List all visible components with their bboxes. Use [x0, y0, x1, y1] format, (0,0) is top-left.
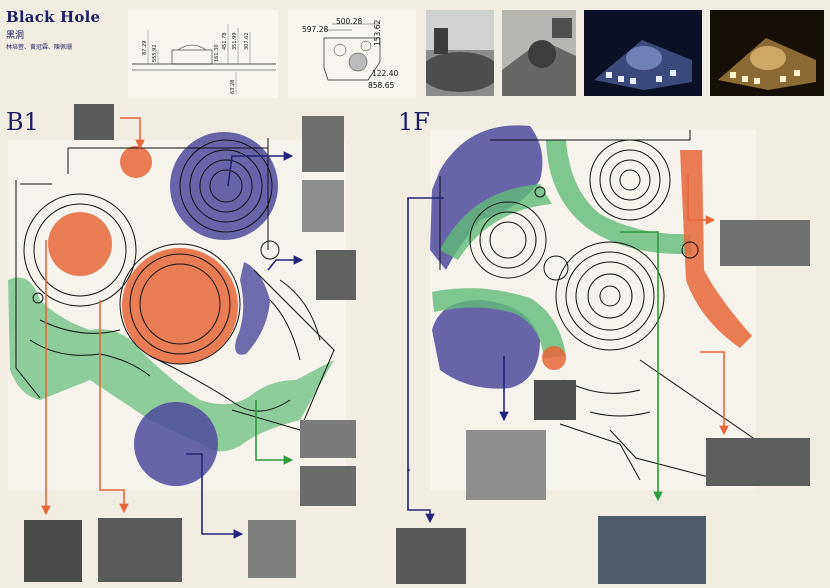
elev-dim-6: 63.28	[230, 80, 236, 94]
plan-dim-2: 153.62	[373, 20, 382, 46]
b1-photo-box	[248, 520, 296, 578]
plan-dim-0: 597.28	[302, 25, 328, 34]
f1-orange-dot	[542, 346, 566, 370]
f1-photo-aerial	[598, 516, 706, 584]
elev-dim-3: 451.78	[222, 33, 228, 51]
f1-green-lower	[432, 288, 566, 358]
b1-photo-terrain	[300, 466, 356, 506]
f1-photo-ramp	[396, 528, 466, 584]
b1-purple-bottom	[134, 402, 218, 486]
b1-orange-large	[122, 248, 238, 364]
f1-green-upper	[546, 140, 692, 255]
model-photo-overview	[502, 10, 576, 96]
page-title: Black Hole	[6, 8, 101, 26]
b1-photo-stack	[24, 520, 82, 582]
floor-label-b1: B1	[6, 108, 39, 136]
b1-photo-rings	[300, 420, 356, 458]
model-photo-closeup	[426, 10, 494, 96]
authors-line: 林培萱、黄冠霖、陳佩珊	[6, 44, 73, 51]
b1-purple-strip	[235, 262, 270, 355]
elev-dim-1: 555.92	[152, 45, 158, 63]
elev-dim-4: 351.99	[232, 33, 238, 51]
plan-dimension-drawing: 597.28 500.28 153.62 122.40 858.65	[288, 10, 416, 98]
f1-green-arc	[440, 184, 552, 260]
f1-plan	[396, 125, 810, 584]
floor-label-1f: 1F	[398, 108, 430, 136]
f1-purple-bottom	[432, 300, 540, 389]
model-photo-night-blue	[584, 10, 702, 96]
plan-dim-4: 858.65	[368, 81, 394, 90]
f1-photo-courtyard	[706, 438, 810, 486]
b1-photo-drum	[302, 116, 344, 172]
page-subtitle: 黑洞	[6, 31, 25, 41]
f1-photo-arch	[534, 380, 576, 420]
elev-dim-2: 161.30	[214, 45, 220, 63]
f1-orange-strip	[680, 150, 752, 348]
b1-photo-hill	[316, 250, 356, 300]
b1-green-zone	[8, 277, 334, 452]
f1-photo-cone	[466, 430, 546, 500]
b1-plan	[8, 104, 356, 582]
b1-purple-top	[170, 132, 278, 240]
plan-dim-1: 500.28	[336, 17, 362, 26]
b1-photo-bowl	[302, 180, 344, 232]
b1-photo-dome	[98, 518, 182, 582]
b1-orange-medium	[48, 212, 112, 276]
b1-orange-small	[120, 146, 152, 178]
plan-dim-3: 122.40	[372, 69, 398, 78]
model-photo-night-gold	[710, 10, 824, 96]
f1-photo-wall	[720, 220, 810, 266]
b1-photo-tunnel	[74, 104, 114, 140]
elev-dim-0: 87.29	[142, 41, 148, 55]
elev-dim-5: 307.62	[244, 33, 250, 51]
elevation-drawing: 87.29 555.92 161.30 451.78 351.99 307.62…	[128, 10, 278, 98]
